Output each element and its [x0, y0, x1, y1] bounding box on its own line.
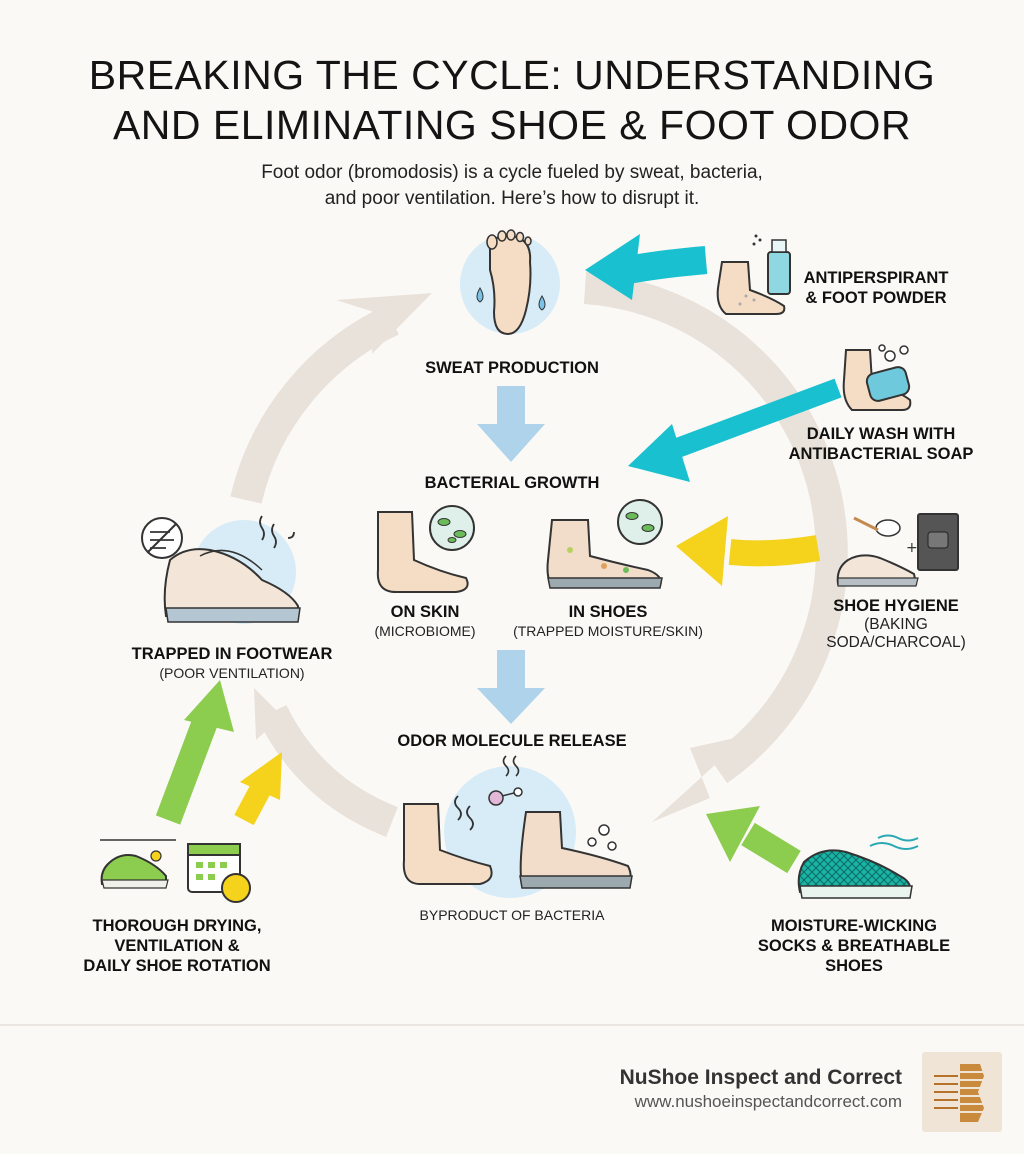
trapped-label: TRAPPED IN FOOTWEAR — [131, 645, 333, 663]
no-airflow-icon — [141, 517, 183, 559]
brand-url: www.nushoeinspectandcorrect.com — [634, 1092, 902, 1111]
shoe-bacteria-icon — [546, 499, 663, 589]
teal-arrow-wash — [628, 378, 842, 482]
trapped-sub-label: (POOR VENTILATION) — [159, 665, 305, 681]
teal-arrow-antiperspirant — [585, 234, 708, 300]
soap-wash-icon — [842, 344, 912, 411]
antiperspirant-icon — [716, 234, 791, 315]
moisture-wicking-label: MOISTURE-WICKING SOCKS & BREATHABLE SHOE… — [757, 917, 951, 975]
sweat-production-label: SWEAT PRODUCTION — [425, 359, 599, 377]
charcoal-bag-icon — [917, 513, 959, 571]
shoe-hygiene-label: SHOE HYGIENE (BAKING SODA/CHARCOAL) — [826, 597, 966, 651]
skin-foot-icon — [376, 511, 469, 593]
on-skin-sub-label: (MICROBIOME) — [374, 623, 476, 639]
svg-text:+: + — [906, 540, 918, 556]
cycle-arrow-right — [583, 272, 848, 822]
baking-soda-icon: + — [836, 516, 919, 587]
in-shoes-sub-label: (TRAPPED MOISTURE/SKIN) — [513, 623, 703, 639]
cycle-arrow-left — [230, 293, 432, 504]
calendar-rotation-icon — [187, 843, 251, 903]
odor-release-label: ODOR MOLECULE RELEASE — [397, 732, 627, 750]
on-skin-label: ON SKIN — [390, 603, 460, 621]
page-subtitle: Foot odor (bromodosis) is a cycle fueled… — [261, 162, 763, 209]
drying-label: THOROUGH DRYING, VENTILATION & DAILY SHO… — [83, 917, 271, 975]
flow-arrow-bacteria-to-odor — [477, 650, 545, 724]
daily-wash-label: DAILY WASH WITH ANTIBACTERIAL SOAP — [788, 425, 974, 463]
odor-sub-label: BYPRODUCT OF BACTERIA — [419, 907, 605, 923]
brand-name: NuShoe Inspect and Correct — [619, 1066, 902, 1089]
green-arrow-drying — [155, 680, 234, 825]
foot-logo-icon — [932, 1064, 984, 1122]
odor-waves-icon — [259, 515, 295, 549]
odor-release-icon — [402, 755, 633, 898]
green-arrow-socks — [706, 806, 801, 874]
bacterial-growth-label: BACTERIAL GROWTH — [424, 474, 600, 492]
yellow-arrow-hygiene — [676, 516, 821, 586]
page-title: BREAKING THE CYCLE: UNDERSTANDING AND EL… — [88, 52, 936, 148]
sweat-foot-icon — [460, 229, 560, 336]
in-shoes-label: IN SHOES — [568, 603, 648, 621]
brand-logo — [922, 1052, 1002, 1132]
yellow-arrow-drying — [234, 752, 282, 826]
antiperspirant-label: ANTIPERSPIRANT & FOOT POWDER — [803, 269, 949, 307]
microbe-icon — [429, 505, 475, 551]
footer-divider — [0, 1024, 1024, 1026]
cycle-arrow-bottom-left — [254, 688, 399, 837]
drying-shoe-icon — [100, 839, 176, 889]
cycle-diagram: + — [100, 229, 959, 903]
flow-arrow-sweat-to-bacteria — [477, 386, 545, 462]
trapped-shoe-icon — [163, 520, 301, 624]
breathable-sneaker-icon — [797, 834, 919, 899]
